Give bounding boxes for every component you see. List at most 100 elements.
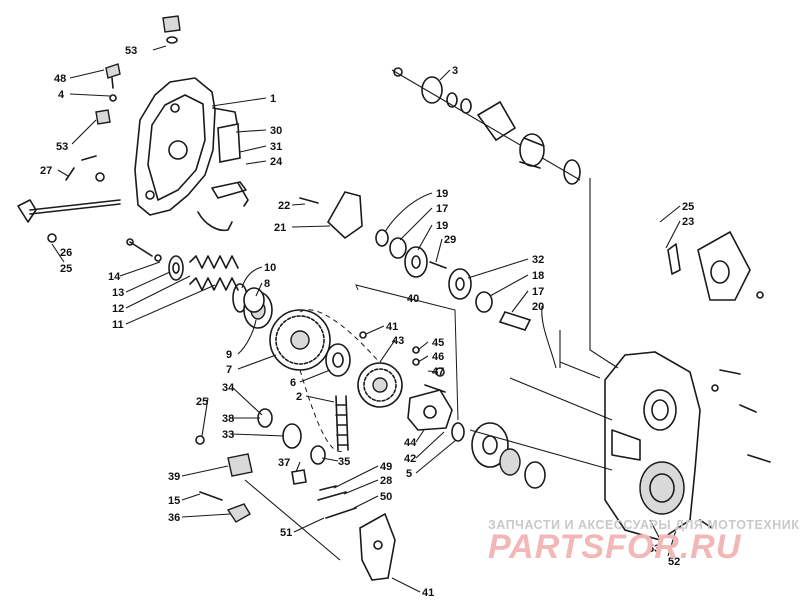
callout-labels: 53 48 4 53 1 30 31 24 27 26 25 14 13 12 … [40, 45, 694, 599]
pad-36 [226, 503, 251, 523]
flange-plate [471, 422, 509, 468]
chain-loop [299, 309, 381, 453]
label-11: 11 [112, 319, 124, 331]
bracket-22 [667, 230, 764, 301]
label-48: 48 [54, 73, 66, 85]
hardware-48-4-53 [81, 15, 181, 182]
wire-clip [197, 211, 233, 232]
sprocket-6 [325, 343, 351, 377]
shift-shaft-24 [17, 167, 121, 243]
label-29: 29 [444, 234, 456, 246]
label-35: 35 [338, 456, 350, 468]
label-38: 38 [222, 413, 234, 425]
label-10: 10 [264, 262, 276, 274]
label-19a: 19 [436, 188, 448, 200]
label-49: 49 [380, 461, 392, 473]
label-5: 5 [406, 468, 412, 480]
label-22: 23 [682, 216, 694, 228]
label-25b: 25 [682, 201, 694, 213]
spacers-34-33 [195, 408, 326, 465]
label-24: 25 [60, 263, 72, 275]
label-17a: 17 [436, 203, 448, 215]
label-44: 44 [404, 437, 417, 449]
label-2: 2 [296, 391, 302, 403]
label-26: 26 [60, 247, 72, 259]
sprocket-7 [269, 309, 331, 371]
label-39: 39 [168, 471, 180, 483]
bracket-23 [211, 181, 249, 207]
label-23: 24 [270, 156, 283, 168]
label-12: 12 [112, 303, 124, 315]
label-41a: 41 [386, 321, 398, 333]
label-53c: 53 [648, 543, 660, 555]
shaft-line-lower [244, 479, 341, 561]
bearing-8 [243, 287, 273, 329]
group-40-bracket [355, 284, 459, 421]
label-1: 1 [270, 93, 276, 105]
gear-18 [404, 246, 428, 278]
label-53a: 53 [125, 45, 137, 57]
label-51: 51 [280, 527, 292, 539]
shaft-16 [498, 311, 532, 331]
label-53b: 53 [56, 141, 68, 153]
label-47: 47 [432, 366, 444, 378]
cylinder-bushing [519, 133, 545, 169]
gearbox-housing [604, 351, 701, 541]
watermark-logo: PARTSFOR.RU [488, 528, 742, 566]
label-46: 46 [432, 351, 444, 363]
label-16: 17 [532, 286, 544, 298]
callout-leaders [51, 45, 681, 593]
label-52: 52 [668, 556, 680, 568]
watermark-caption: ЗАПЧАСТИ И АКСЕССУАРЫ ДЛЯ МОТОТЕХНИКИ [488, 518, 800, 532]
label-20: 21 [274, 222, 286, 234]
label-4: 4 [58, 89, 65, 101]
label-42: 42 [404, 453, 416, 465]
right-hardware [699, 369, 771, 529]
label-21: 22 [278, 200, 290, 212]
label-40: 40 [407, 293, 419, 305]
label-18: 19 [436, 220, 448, 232]
label-6: 6 [290, 377, 296, 389]
label-7: 7 [226, 364, 232, 376]
gear-3-stack [393, 67, 472, 114]
label-9: 9 [226, 349, 232, 361]
spring-11 [189, 255, 239, 291]
gearcase-cover [134, 77, 239, 216]
label-43: 43 [392, 335, 404, 347]
label-15: 15 [168, 495, 180, 507]
axis-lines [469, 178, 619, 471]
label-41b: 41 [422, 587, 434, 599]
shaft-axis-top [391, 69, 581, 181]
washer-5 [451, 422, 465, 442]
gasket-plate-30 [217, 123, 241, 163]
sprocket-44 [357, 362, 403, 408]
bracket-42 [407, 389, 453, 431]
label-33: 33 [222, 429, 234, 441]
parts-37-49-28-50 [291, 469, 357, 519]
label-25a: 25 [196, 396, 208, 408]
block-39 [227, 453, 253, 477]
bushing-19-17 [375, 229, 407, 259]
oring-top [563, 159, 581, 185]
bushing-17b [475, 291, 493, 313]
label-8: 8 [264, 278, 270, 290]
label-27: 27 [40, 165, 52, 177]
label-30: 30 [270, 125, 282, 137]
label-19b: 20 [532, 301, 544, 313]
label-32: 32 [532, 254, 544, 266]
label-17b: 18 [532, 270, 544, 282]
label-3: 3 [452, 65, 458, 77]
label-14: 14 [108, 271, 121, 283]
bracket-20 [299, 191, 363, 240]
label-34: 34 [222, 382, 235, 394]
gear-32 [448, 268, 472, 300]
label-13: 13 [112, 287, 124, 299]
label-36: 36 [168, 512, 180, 524]
label-50: 50 [380, 491, 392, 503]
lever-bracket-41 [359, 512, 396, 581]
chain-2 [335, 395, 349, 451]
bolt-15 [199, 491, 223, 501]
pin-29 [429, 261, 447, 269]
label-37: 37 [278, 457, 290, 469]
